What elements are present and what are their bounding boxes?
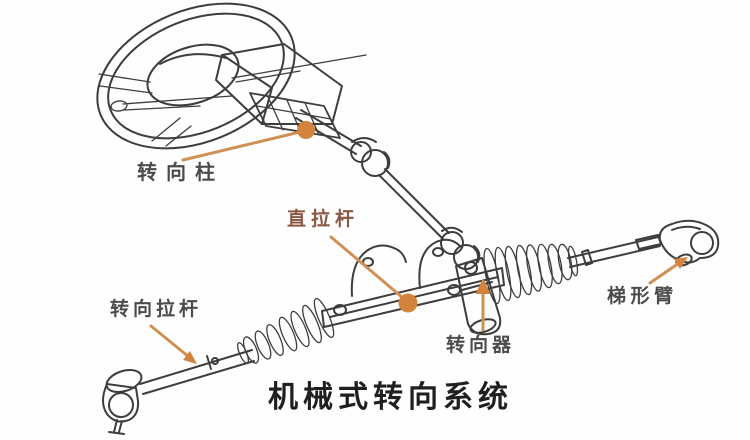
leader-line-steering-tie-rod — [149, 324, 191, 359]
column-shroud — [146, 43, 343, 125]
leader-arrow-steering-tie-rod — [183, 351, 197, 364]
gear-housing — [333, 238, 502, 336]
leader-dot-steering-column — [297, 121, 315, 139]
leader-arrow-steering-gear — [475, 278, 491, 294]
rod-clamp — [581, 249, 593, 266]
left-bellows — [236, 297, 335, 364]
leader-lines — [149, 121, 688, 364]
label-steering-gear: 转向器 — [446, 334, 516, 356]
right-tie-rod — [567, 234, 662, 268]
intermediate-shaft — [378, 168, 450, 240]
leader-arrow-trapezoid-arm — [674, 257, 688, 269]
tie-rod-clamp — [206, 355, 212, 370]
horn-pad — [146, 43, 240, 107]
left-tie-rod-end — [102, 368, 143, 435]
diagram-title: 机械式转向系统 — [268, 380, 513, 415]
label-steering-column: 转向柱 — [137, 160, 224, 184]
pinion-housing — [455, 257, 502, 336]
leader-line-steering-column — [181, 130, 302, 162]
leader-line-drag-link — [329, 235, 405, 300]
right-tie-rod-end — [658, 219, 720, 267]
leader-dot-drag-link — [398, 293, 418, 313]
label-drag-link: 直拉杆 — [287, 208, 360, 230]
turn-signal-stalk — [231, 54, 367, 79]
stalk-levers — [110, 54, 367, 112]
label-trapezoid-arm: 梯形臂 — [607, 285, 678, 307]
steering-wheel — [96, 2, 296, 150]
lower-universal-joint — [440, 226, 481, 275]
wheel-spokes — [98, 73, 192, 147]
leader-line-trapezoid-arm — [648, 261, 681, 285]
upper-universal-joint — [350, 137, 391, 177]
left-tie-rod — [139, 349, 255, 395]
label-steering-tie-rod: 转向拉杆 — [110, 298, 203, 320]
right-bellows — [483, 243, 579, 305]
